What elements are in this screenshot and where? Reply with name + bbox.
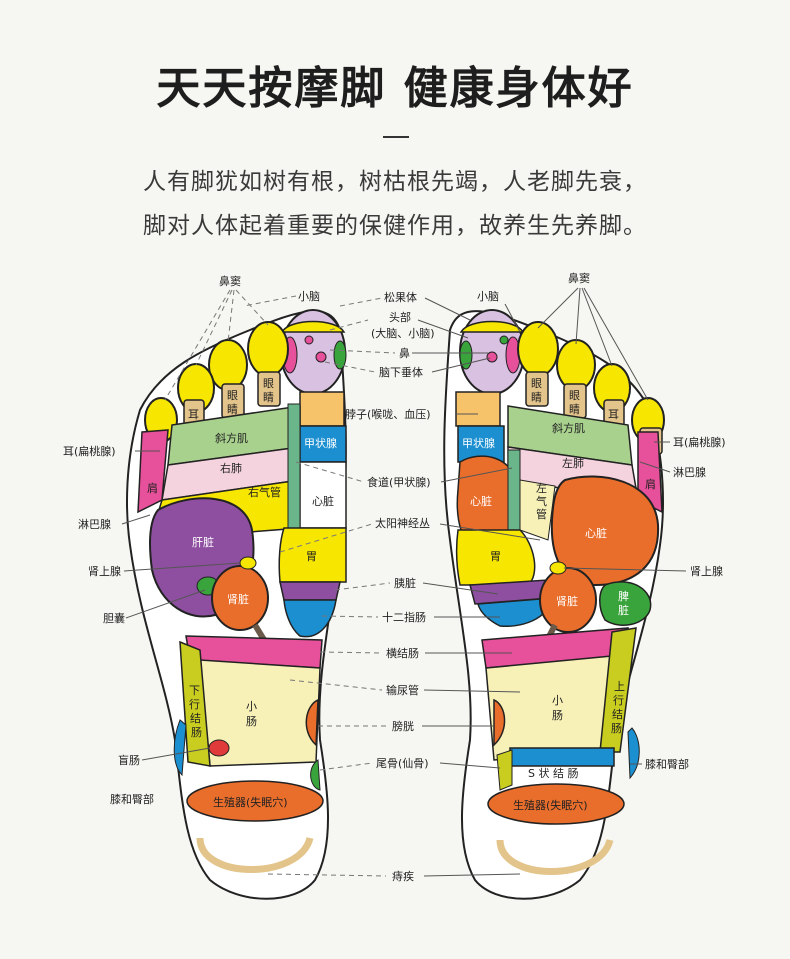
eye-label-a: 眼 <box>263 377 274 390</box>
pituitary-label: 脑下垂体 <box>379 365 423 379</box>
desc-colon-c: 结 <box>190 712 201 725</box>
kidney-label-2: 肾脏 <box>556 595 578 608</box>
trapezius-label: 斜方肌 <box>215 431 248 445</box>
asc-colon-b: 行 <box>613 694 624 707</box>
thyroid-label: 甲状腺 <box>304 436 337 450</box>
left-lung-label: 左肺 <box>562 457 584 470</box>
gallbladder-label: 胆囊 <box>103 611 125 625</box>
eye-label-b4: 睛 <box>569 403 580 416</box>
shoulder-label: 肩 <box>147 481 158 495</box>
left-bronchus-a: 左 <box>536 482 547 495</box>
ear-region-label-2: 耳 <box>608 408 619 421</box>
thyroid-label-2: 甲状腺 <box>462 436 495 450</box>
cerebellum-label-left: 小脑 <box>298 290 320 303</box>
transverse-colon-label: 横结肠 <box>386 646 419 660</box>
lymph-label-right: 淋巴腺 <box>673 465 706 479</box>
ear-tonsil-label-right: 耳(扁桃腺) <box>673 435 726 449</box>
liver-label: 肝脏 <box>192 536 214 549</box>
right-foot: 眼 睛 眼 睛 耳 斜方肌 右肺 右气管 肩 甲状腺 心脏 肝脏 胃 <box>127 310 346 899</box>
spleen-label-a: 脾 <box>618 589 629 603</box>
small-int-label-b: 肠 <box>246 715 257 728</box>
pineal-label: 松果体 <box>384 290 417 304</box>
nose-label: 鼻 <box>399 346 410 360</box>
esophagus-label: 食道(甲状腺) <box>367 475 431 489</box>
eye-label-a2: 眼 <box>227 389 238 402</box>
genitals-label-right: 生殖器(失眠穴) <box>513 798 588 812</box>
solar-plexus-label: 太阳神经丛 <box>375 516 430 530</box>
left-bronchus-c: 管 <box>536 507 547 521</box>
ureter-label: 输尿管 <box>386 683 419 697</box>
asc-colon-d: 肠 <box>611 722 622 735</box>
right-bronchus-label: 右气管 <box>248 485 281 499</box>
knee-hip-label-right: 膝和臀部 <box>645 757 689 771</box>
desc-colon-a: 下 <box>189 684 200 697</box>
neck-label: 脖子(喉咙、血压) <box>345 407 431 421</box>
left-foot: 眼 睛 眼 睛 耳 斜方肌 左肺 肩 甲状腺 心脏 左 气 管 心脏 胃 肾脏 <box>444 310 664 899</box>
eye-label-a4: 眼 <box>569 389 580 402</box>
trapezius-label-2: 斜方肌 <box>552 421 585 435</box>
genitals-label-left: 生殖器(失眠穴) <box>213 795 288 809</box>
eye-label-a3: 眼 <box>531 377 542 390</box>
heart-label: 心脏 <box>312 495 334 508</box>
desc-colon-d: 肠 <box>191 726 202 739</box>
ear-tonsil-label-left: 耳(扁桃腺) <box>63 444 116 458</box>
sigmoid-label: S 状 结 肠 <box>528 766 578 780</box>
coccyx-label: 尾骨(仙骨) <box>376 757 429 770</box>
bladder-label: 膀胱 <box>392 719 414 733</box>
knee-hip-label-left: 膝和臀部 <box>110 792 154 806</box>
heart-label-3: 心脏 <box>585 527 607 540</box>
right-lung-label: 右肺 <box>220 461 242 475</box>
appendix-label: 盲肠 <box>118 753 140 767</box>
asc-colon-c: 结 <box>612 708 623 721</box>
nose-sinus-label-left: 鼻窦 <box>219 274 241 288</box>
spleen-label-b: 脏 <box>618 604 629 617</box>
stomach-label: 胃 <box>306 550 317 563</box>
heart-label-2: 心脏 <box>470 495 492 508</box>
kidney-label: 肾脏 <box>227 593 249 606</box>
cerebellum-label-right: 小脑 <box>477 290 499 303</box>
adrenal-label-left: 肾上腺 <box>88 564 121 578</box>
desc-colon-b: 行 <box>189 698 200 711</box>
head-label-1: 头部 <box>389 310 411 324</box>
small-int-label-d: 肠 <box>552 709 563 722</box>
duodenum-label: 十二指肠 <box>382 610 426 624</box>
small-int-label-c: 小 <box>552 694 563 707</box>
eye-label-b2: 睛 <box>227 403 238 416</box>
shoulder-label-2: 肩 <box>645 477 656 491</box>
nose-sinus-label-right: 鼻窦 <box>568 271 590 285</box>
eye-label-b3: 睛 <box>531 391 542 404</box>
eye-label-b: 睛 <box>263 391 274 404</box>
head-label-2: (大脑、小脑) <box>371 326 435 340</box>
adrenal-label-right: 肾上腺 <box>690 564 723 578</box>
pancreas-label: 胰脏 <box>394 576 416 590</box>
stomach-label-2: 胃 <box>490 550 501 563</box>
left-bronchus-b: 气 <box>536 494 547 508</box>
ear-region-label: 耳 <box>188 408 199 421</box>
hemorrhoids-label: 痔疾 <box>392 869 414 883</box>
small-int-label-a: 小 <box>246 700 257 713</box>
asc-colon-a: 上 <box>614 680 625 693</box>
lymph-label-left: 淋巴腺 <box>78 517 111 531</box>
